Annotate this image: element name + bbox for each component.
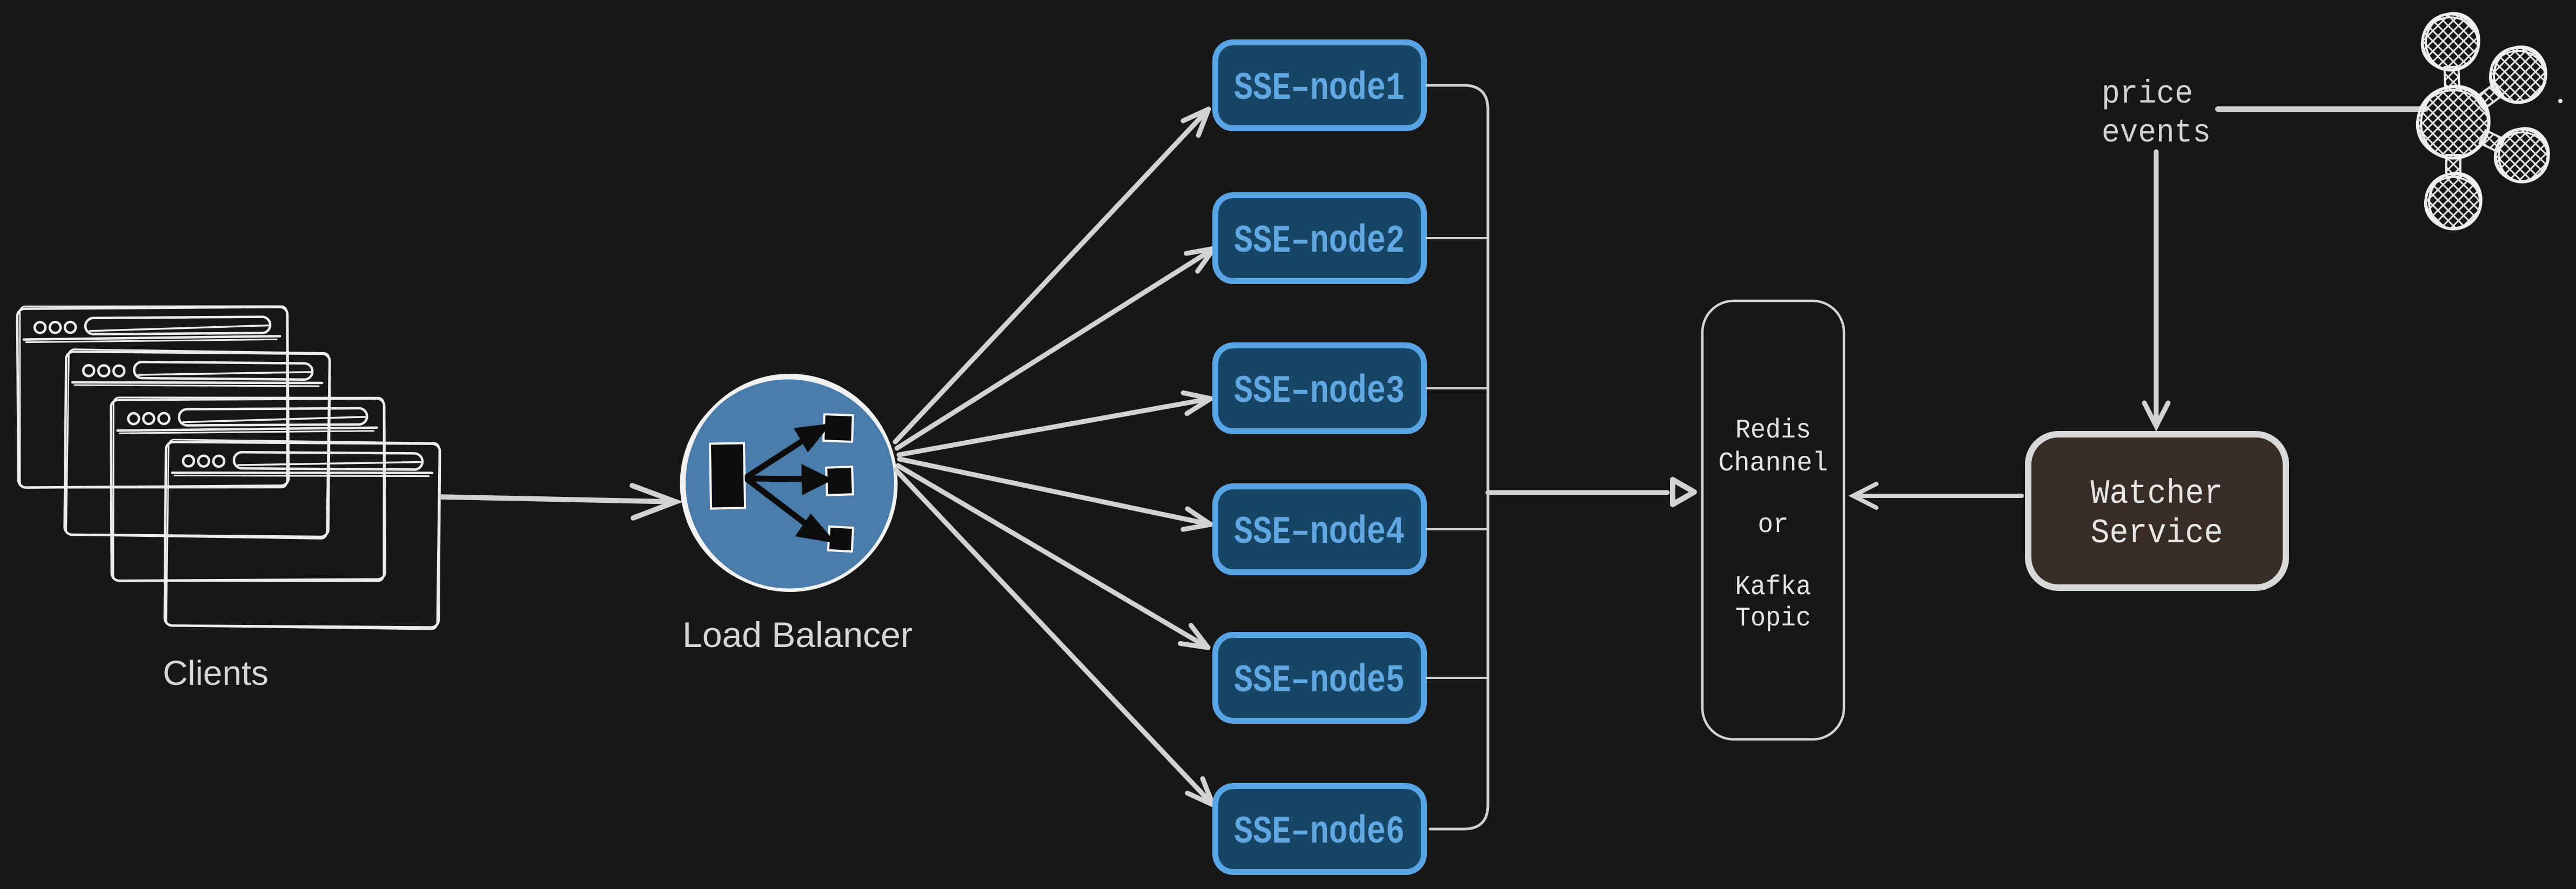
- svg-text:Clients: Clients: [163, 654, 269, 692]
- svg-text:price: price: [2102, 76, 2193, 113]
- svg-text:SSE–node4: SSE–node4: [1234, 510, 1405, 555]
- svg-text:SSE–node1: SSE–node1: [1234, 66, 1405, 111]
- svg-text:Kafka: Kafka: [1735, 572, 1812, 603]
- svg-text:Watcher: Watcher: [2091, 475, 2223, 513]
- svg-text:Channel: Channel: [1719, 448, 1828, 479]
- svg-text:Redis: Redis: [1735, 415, 1811, 446]
- svg-text:SSE–node2: SSE–node2: [1234, 219, 1405, 264]
- svg-text:Topic: Topic: [1735, 603, 1811, 634]
- svg-text:SSE–node3: SSE–node3: [1234, 369, 1405, 414]
- svg-text:Load Balancer: Load Balancer: [682, 615, 913, 655]
- svg-text:SSE–node6: SSE–node6: [1234, 810, 1405, 854]
- svg-text:SSE–node5: SSE–node5: [1234, 659, 1405, 703]
- svg-text:events: events: [2102, 115, 2211, 152]
- svg-text:or: or: [1758, 510, 1789, 541]
- svg-text:Service: Service: [2091, 514, 2223, 553]
